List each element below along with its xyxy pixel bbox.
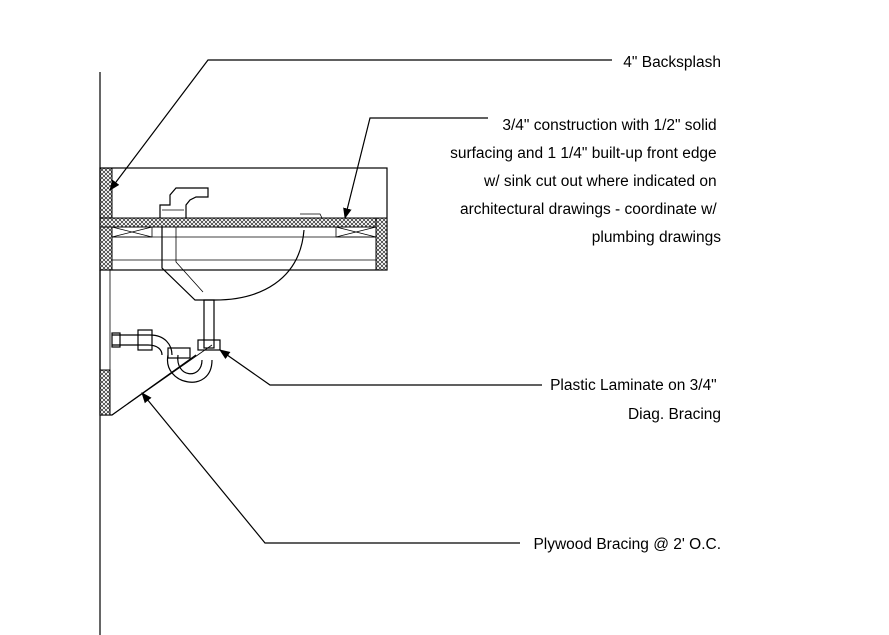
countertop-label: 3/4" construction with 1/2" solid surfac…: [450, 117, 721, 246]
diagonal-bracing: [99, 270, 213, 416]
laminate-leader: [219, 349, 542, 386]
backsplash-leader: [109, 59, 612, 191]
faucet: [159, 187, 209, 218]
countertop: [99, 167, 388, 271]
countertop-leader: [343, 117, 488, 220]
backsplash-label: 4" Backsplash: [623, 54, 721, 71]
laminate-label: Plastic Laminate on 3/4" Diag. Bracing: [550, 377, 721, 423]
bracing-label: Plywood Bracing @ 2' O.C.: [533, 536, 721, 553]
p-trap-piping: [111, 299, 221, 383]
bracing-leader: [141, 392, 520, 544]
backsplash: [99, 167, 113, 219]
